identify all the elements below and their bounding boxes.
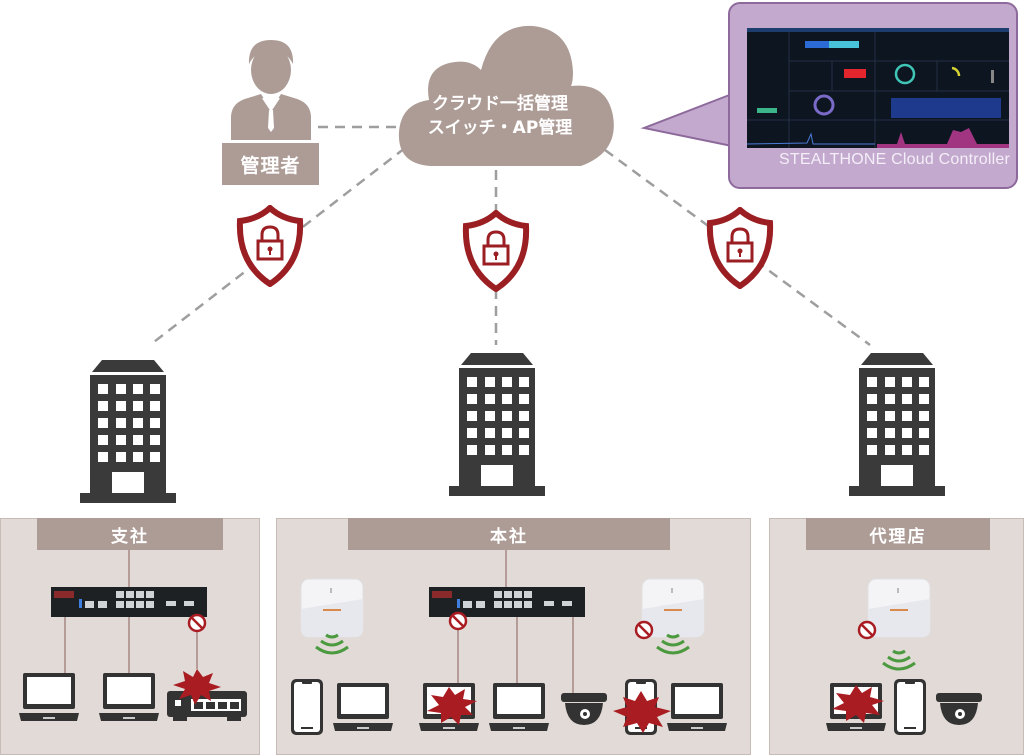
- site-label-headquarters: 本社: [348, 518, 670, 550]
- alert-burst-icon: [173, 669, 221, 705]
- access-point-icon: [641, 578, 705, 638]
- cloud-icon: [398, 25, 614, 166]
- callout-caption: STEALTHONE Cloud Controller: [779, 151, 1010, 168]
- dashboard-screenshot: [747, 28, 1009, 148]
- blocked-icon: [187, 613, 207, 633]
- access-point-icon: [867, 578, 931, 638]
- alert-burst-icon: [613, 691, 671, 733]
- laptop-icon: [19, 673, 79, 721]
- cloud-controller-callout: STEALTHONE Cloud Controller: [728, 2, 1018, 189]
- cloud-agency-link: [604, 148, 871, 347]
- callout-pointer: [640, 92, 733, 148]
- wifi-icon: [656, 633, 690, 655]
- cloud-label-line2: スイッチ・AP管理: [427, 118, 573, 138]
- shield-lock-icon: [462, 210, 530, 292]
- laptop-icon: [489, 683, 549, 731]
- building-icon-agency: [849, 353, 945, 496]
- laptop-icon: [333, 683, 393, 731]
- security-camera-icon: [561, 693, 607, 725]
- access-point-icon: [300, 578, 364, 638]
- site-agency: 代理店: [769, 518, 1024, 755]
- laptop-icon: [99, 673, 159, 721]
- administrator-label: 管理者: [222, 143, 319, 185]
- alert-burst-icon: [832, 685, 884, 723]
- alert-burst-icon: [427, 687, 477, 725]
- shield-lock-icon: [706, 207, 774, 289]
- blocked-icon: [448, 611, 468, 631]
- network-switch-icon: [429, 587, 585, 617]
- building-icon-branch: [80, 360, 176, 503]
- cloud-label: クラウド一括管理 スイッチ・AP管理: [405, 92, 595, 140]
- network-switch-icon: [51, 587, 207, 617]
- smartphone-icon: [291, 679, 323, 735]
- cloud-label-line1: クラウド一括管理: [432, 94, 568, 114]
- site-label-agency: 代理店: [806, 518, 990, 550]
- blocked-icon: [857, 620, 877, 640]
- laptop-icon: [667, 683, 727, 731]
- administrator-person-icon: [231, 40, 311, 140]
- security-camera-icon: [936, 693, 982, 725]
- site-label-branch: 支社: [37, 518, 223, 550]
- site-headquarters: 本社: [276, 518, 751, 755]
- site-branch: 支社: [0, 518, 260, 755]
- shield-lock-icon: [236, 205, 304, 287]
- wifi-icon: [315, 633, 349, 655]
- blocked-icon: [634, 620, 654, 640]
- smartphone-icon: [894, 679, 926, 735]
- building-icon-headquarters: [449, 353, 545, 496]
- hub-icon: [167, 691, 247, 721]
- wifi-icon: [882, 649, 916, 671]
